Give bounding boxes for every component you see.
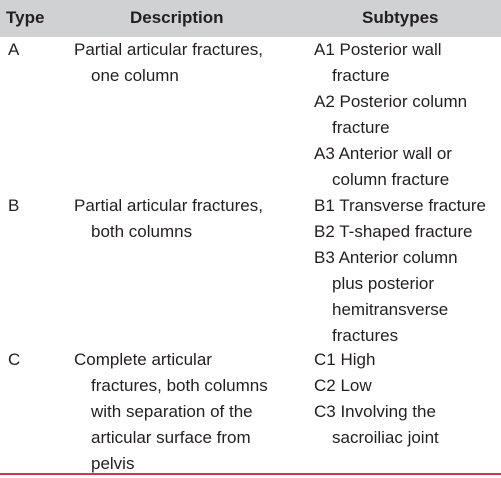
description-line: pelvis (91, 454, 135, 473)
row-type: B (8, 196, 20, 215)
subtype-b2: B2 T-shaped fracture (314, 219, 472, 245)
subtype-c1: C1 High (314, 347, 375, 373)
row-description: Partial articular fractures, one column (74, 37, 263, 89)
subtype-line: A2 Posterior column (314, 92, 468, 111)
subtype-line: B1 Transverse fracture (314, 196, 486, 215)
subtype-c2: C2 Low (314, 373, 372, 399)
subtype-b3: B3 Anterior column plus posterior hemitr… (314, 245, 458, 349)
header-description: Description (130, 8, 224, 27)
description-line: Complete articular (74, 350, 212, 369)
subtype-line: B3 Anterior column (314, 248, 458, 267)
subtype-line: fractures (332, 326, 399, 345)
description-line: Partial articular fractures, (74, 40, 263, 59)
subtype-line: B2 T-shaped fracture (314, 222, 473, 241)
bottom-rule (0, 473, 501, 475)
subtype-line: sacroiliac joint (332, 428, 439, 447)
subtype-line: fracture (332, 118, 390, 137)
row-type: A (8, 40, 20, 59)
header-subtypes: Subtypes (362, 8, 439, 27)
subtype-line: C1 High (314, 350, 376, 369)
subtype-a1: A1 Posterior wall fracture (314, 37, 442, 89)
description-line: articular surface from (91, 428, 251, 447)
subtype-line: C3 Involving the (314, 402, 436, 421)
description-line: with separation of the (91, 402, 253, 421)
subtype-a3: A3 Anterior wall or column fracture (314, 141, 452, 193)
description-line: Partial articular fractures, (74, 196, 263, 215)
subtype-line: hemitransverse (332, 300, 449, 319)
row-description: Partial articular fractures, both column… (74, 193, 263, 245)
table-header: Type Description Subtypes (0, 0, 501, 37)
header-type: Type (6, 8, 45, 27)
row-description: Complete articular fractures, both colum… (74, 347, 268, 477)
subtype-line: column fracture (332, 170, 450, 189)
subtype-line: plus posterior (332, 274, 435, 293)
subtype-b1: B1 Transverse fracture (314, 193, 486, 219)
subtype-line: A3 Anterior wall or (314, 144, 452, 163)
subtype-line: fracture (332, 66, 390, 85)
subtype-a2: A2 Posterior column fracture (314, 89, 467, 141)
row-type: C (8, 350, 21, 369)
description-line: one column (91, 66, 179, 85)
subtype-line: A1 Posterior wall (314, 40, 442, 59)
subtype-c3: C3 Involving the sacroiliac joint (314, 399, 439, 451)
description-line: fractures, both columns (91, 376, 268, 395)
description-line: both columns (91, 222, 193, 241)
subtype-line: C2 Low (314, 376, 372, 395)
